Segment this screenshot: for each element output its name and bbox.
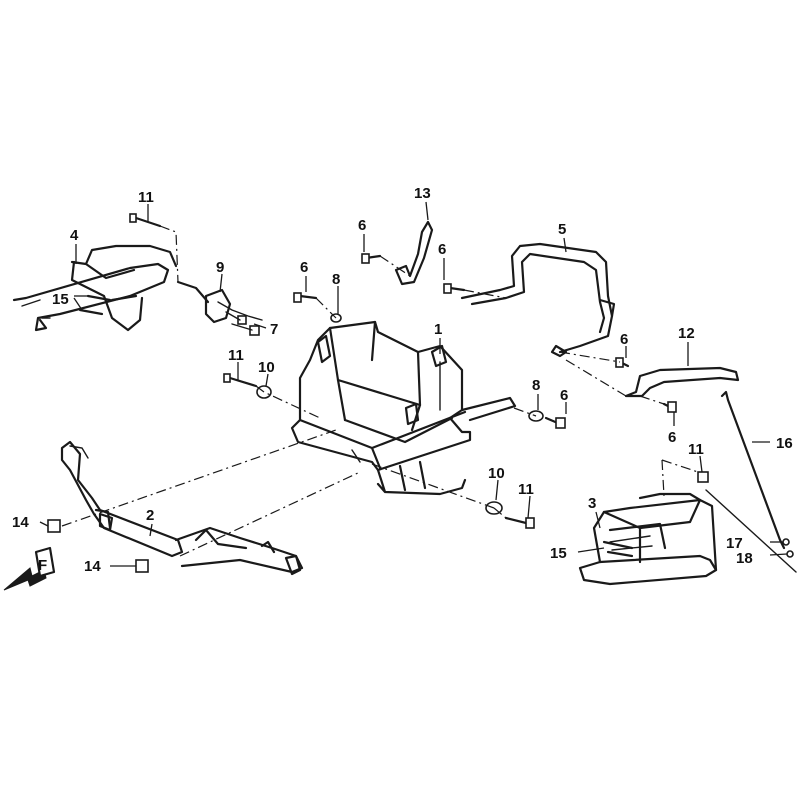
callout-6-e: 6 [560,387,568,404]
callout-11-d: 11 [688,441,704,458]
part-7-bolts [225,311,260,336]
front-marker-label: F [38,557,47,574]
callout-17: 17 [726,535,743,552]
callout-3: 3 [588,495,596,512]
callout-8-a: 8 [332,271,340,288]
callout-15-a: 15 [52,291,69,308]
part-13-strap [394,220,434,286]
part-2-lower-frame [60,440,304,576]
callout-numbers: 1 2 3 4 5 6 6 6 6 6 6 7 8 8 9 10 10 11 1… [12,185,793,575]
callout-6-a: 6 [358,217,366,234]
callout-9: 9 [216,259,224,276]
callout-10-b: 10 [488,465,505,482]
callout-11-a: 11 [138,189,154,206]
callout-6-f: 6 [668,429,676,446]
callout-18: 18 [736,550,753,567]
callout-6-c: 6 [300,259,308,276]
callout-14-b: 14 [84,558,101,575]
callout-2: 2 [146,507,154,524]
callout-11-c: 11 [518,481,534,498]
front-direction-arrow: F [3,546,56,591]
callout-13: 13 [414,185,431,202]
part-3-footrest-right [578,492,718,586]
callout-11-b: 11 [228,347,244,364]
callout-7: 7 [270,321,278,338]
callout-8-b: 8 [532,377,540,394]
callout-leaders [39,201,770,567]
callout-15-b: 15 [550,545,567,562]
part-4-footrest-left [12,244,178,332]
part-9-bracket [176,280,263,324]
part-12-bracket [624,366,740,398]
callout-14-a: 14 [12,514,29,531]
callout-16: 16 [776,435,793,452]
part-1-main-frame [290,320,517,496]
callout-10-a: 10 [258,359,275,376]
alignment-lines [61,225,699,557]
callout-1: 1 [434,321,442,338]
callout-6-b: 6 [438,241,446,258]
part-16-rod [720,390,786,550]
callout-5: 5 [558,221,566,238]
callout-4: 4 [70,227,79,244]
part-5-rear-bar [460,242,616,358]
callout-12: 12 [678,325,695,342]
callout-6-d: 6 [620,331,628,348]
parts-17-18-hardware [705,489,797,573]
